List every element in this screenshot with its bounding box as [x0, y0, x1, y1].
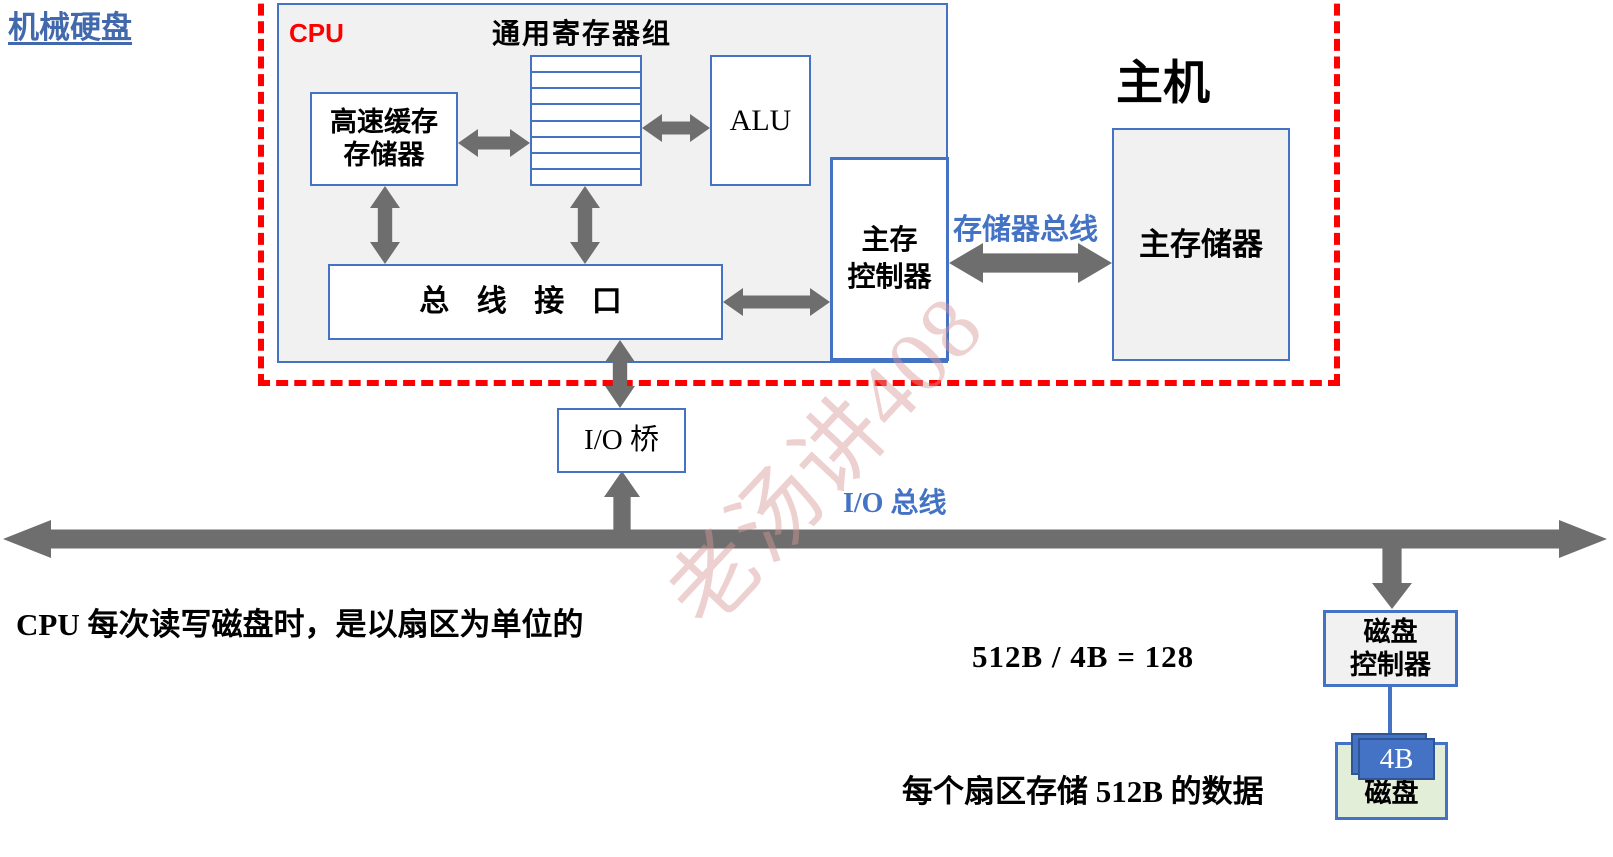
- cache-box: 高速缓存 存储器: [310, 92, 458, 186]
- register-file-label: 通用寄存器组: [492, 19, 673, 50]
- io-bridge-box: I/O 桥: [557, 408, 686, 473]
- data-block-4b: 4B: [1358, 738, 1435, 780]
- data-block-label: 4B: [1379, 742, 1414, 775]
- io-bridge-label: I/O 桥: [584, 424, 659, 457]
- register-row: [532, 170, 640, 184]
- disk-connector-line: [1388, 687, 1392, 737]
- register-row: [532, 138, 640, 154]
- register-row: [532, 122, 640, 138]
- arrow-iobus-iobridge: [604, 471, 640, 531]
- host-label: 主机: [1116, 58, 1210, 110]
- register-row: [532, 57, 640, 74]
- disk-label: 磁盘: [1364, 777, 1419, 808]
- alu-label: ALU: [729, 103, 792, 137]
- bus-interface-label: 总 线 接 口: [419, 285, 632, 318]
- note-sector-size: 每个扇区存储 512B 的数据: [902, 774, 1264, 809]
- page-title: 机械硬盘: [8, 10, 132, 45]
- alu-box: ALU: [710, 55, 811, 186]
- main-memory-box: 主存储器: [1112, 128, 1290, 361]
- cache-label: 高速缓存 存储器: [330, 107, 438, 170]
- register-row: [532, 154, 640, 170]
- host-boundary: [258, 0, 1340, 386]
- memory-controller-label: 主存 控制器: [847, 225, 932, 293]
- bus-interface-box: 总 线 接 口: [328, 264, 723, 340]
- io-bus-label: I/O 总线: [843, 488, 947, 519]
- register-file: [530, 55, 642, 186]
- memory-controller-box: 主存 控制器: [830, 157, 949, 361]
- register-row: [532, 89, 640, 106]
- io-bus-bar: [3, 520, 1607, 558]
- register-row: [532, 73, 640, 90]
- register-row: [532, 105, 640, 122]
- disk-controller-label: 磁盘 控制器: [1350, 616, 1431, 680]
- main-memory-label: 主存储器: [1139, 226, 1263, 262]
- cpu-label: CPU: [289, 18, 344, 48]
- memory-bus-label: 存储器总线: [953, 214, 1099, 246]
- note-sector-unit: CPU 每次读写磁盘时，是以扇区为单位的: [16, 607, 584, 642]
- arrow-iobus-diskcontroller: [1372, 545, 1412, 609]
- disk-controller-box: 磁盘 控制器: [1323, 610, 1458, 687]
- note-calculation: 512B / 4B = 128: [972, 639, 1195, 674]
